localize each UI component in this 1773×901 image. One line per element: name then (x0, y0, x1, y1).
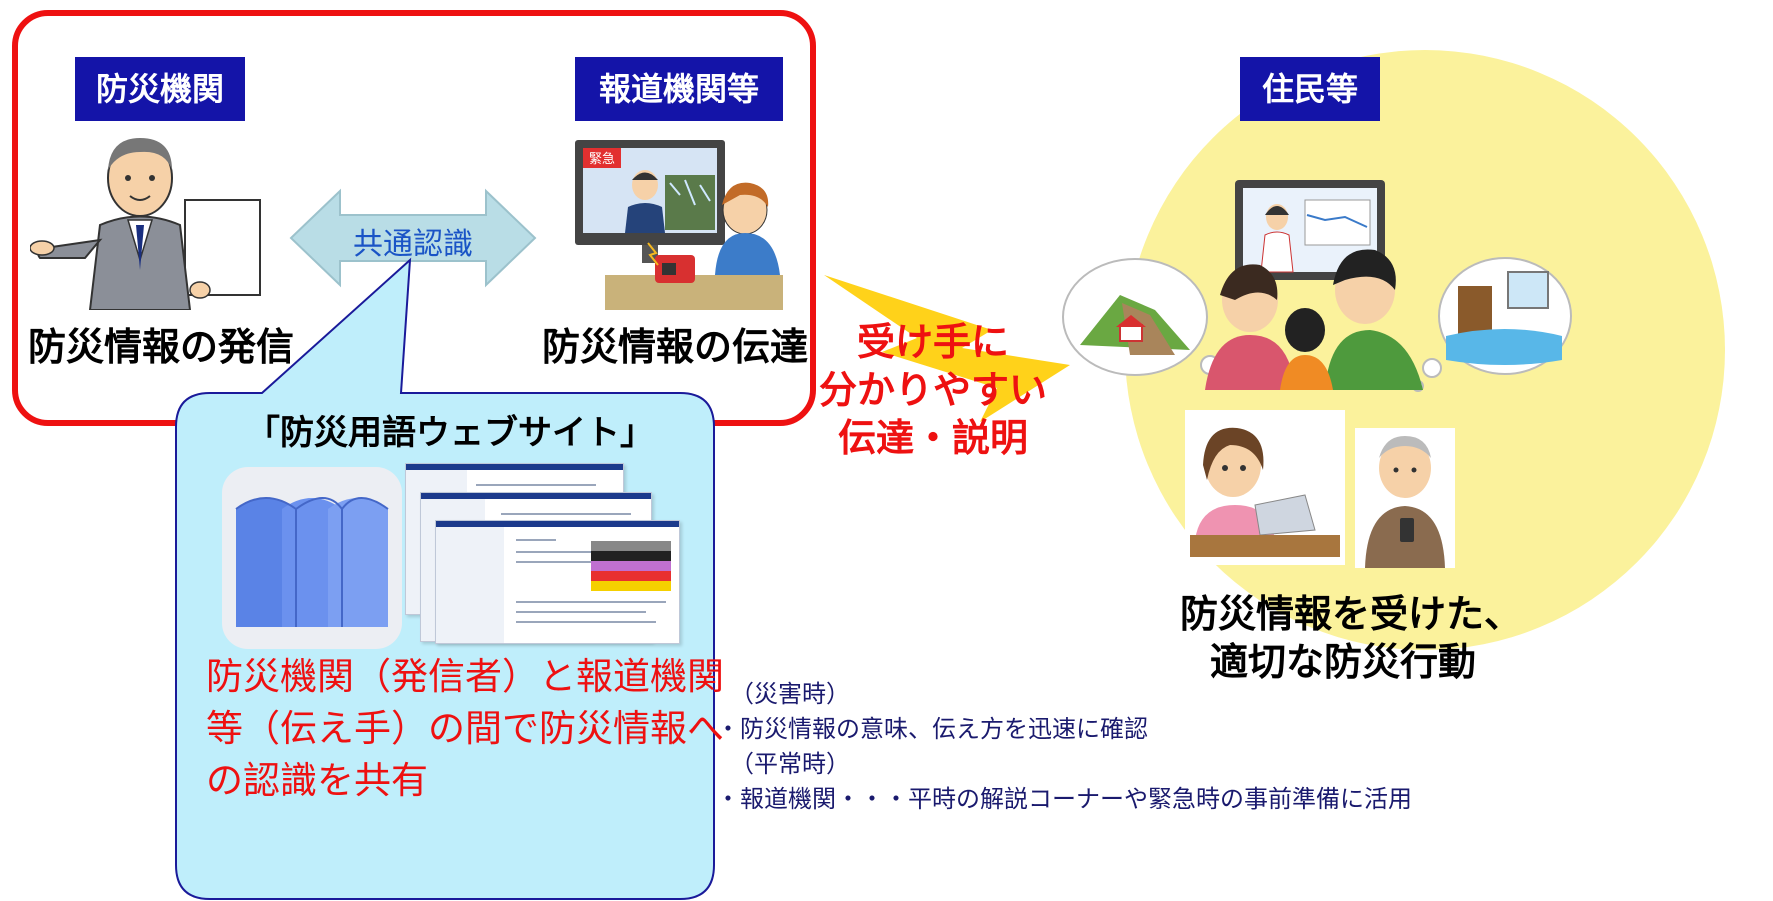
lightning-text-line1: 受け手に (856, 320, 1009, 364)
website-screenshot-3 (435, 520, 680, 644)
tv-news-illustration: 緊急 (575, 140, 783, 310)
bubble-text-line2: 等（伝え手）の間で防災情報へ (206, 707, 724, 750)
bubble-text-line1: 防災機関（発信者）と報道機関 (206, 655, 724, 698)
common-understanding-arrow (289, 188, 537, 288)
dictionary-book-icon (222, 467, 402, 649)
official-person-illustration (30, 138, 261, 310)
action-caption-line2: 適切な防災行動 (1210, 640, 1477, 684)
lightning-text-line2: 分かりやすい (818, 368, 1047, 412)
website-title: 「防災用語ウェブサイト」 (246, 413, 654, 453)
note-line3: （平常時） (730, 750, 850, 778)
caption-transmit: 防災情報の伝達 (542, 325, 809, 369)
note-line1: （災害時） (730, 680, 850, 708)
label-disaster-agency: 防災機関 (75, 57, 245, 121)
label-media: 報道機関等 (575, 57, 783, 121)
label-residents: 住民等 (1240, 57, 1380, 121)
bubble-text-line3: の認識を共有 (206, 759, 428, 802)
lightning-text-line3: 伝達・説明 (838, 416, 1029, 460)
flood-thought-bubble (1412, 257, 1572, 392)
landslide-thought-bubble (1062, 258, 1231, 389)
lightning-bolt (824, 275, 1070, 422)
woman-laptop-illustration (1185, 410, 1345, 565)
note-line4: ・報道機関・・・平時の解説コーナーや緊急時の事前準備に活用 (716, 785, 1412, 813)
family-watching-tv-illustration (1205, 180, 1423, 390)
elderly-man-phone-illustration (1355, 428, 1455, 568)
action-caption-line1: 防災情報を受けた、 (1180, 592, 1523, 636)
caption-issue: 防災情報の発信 (28, 325, 295, 369)
tv-emergency-badge: 緊急 (589, 152, 615, 167)
note-line2: ・防災情報の意味、伝え方を迅速に確認 (716, 715, 1148, 743)
common-understanding-label: 共通認識 (353, 227, 473, 262)
